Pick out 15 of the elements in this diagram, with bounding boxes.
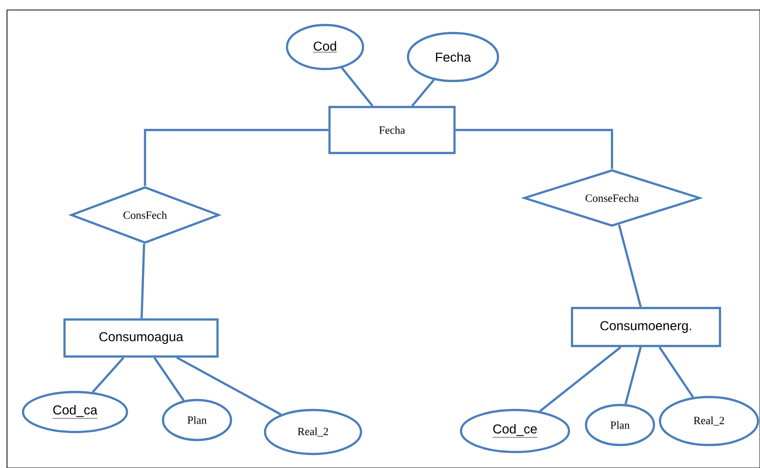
connector-line — [92, 356, 124, 393]
connector-line — [144, 128, 328, 186]
entity-box: Consumoagua — [63, 318, 219, 358]
connector-line — [658, 346, 694, 398]
connector-line — [411, 79, 435, 107]
connector-line — [153, 356, 185, 402]
connector-line — [539, 346, 622, 412]
entity-box: Consumoenerg. — [570, 306, 722, 348]
connector-line — [624, 346, 642, 404]
connector-line — [340, 67, 374, 107]
connector-line — [176, 356, 282, 416]
connector-line — [618, 224, 642, 308]
connector-line — [456, 128, 614, 169]
entity-box: Fecha — [328, 106, 456, 154]
connector-line — [140, 244, 146, 318]
